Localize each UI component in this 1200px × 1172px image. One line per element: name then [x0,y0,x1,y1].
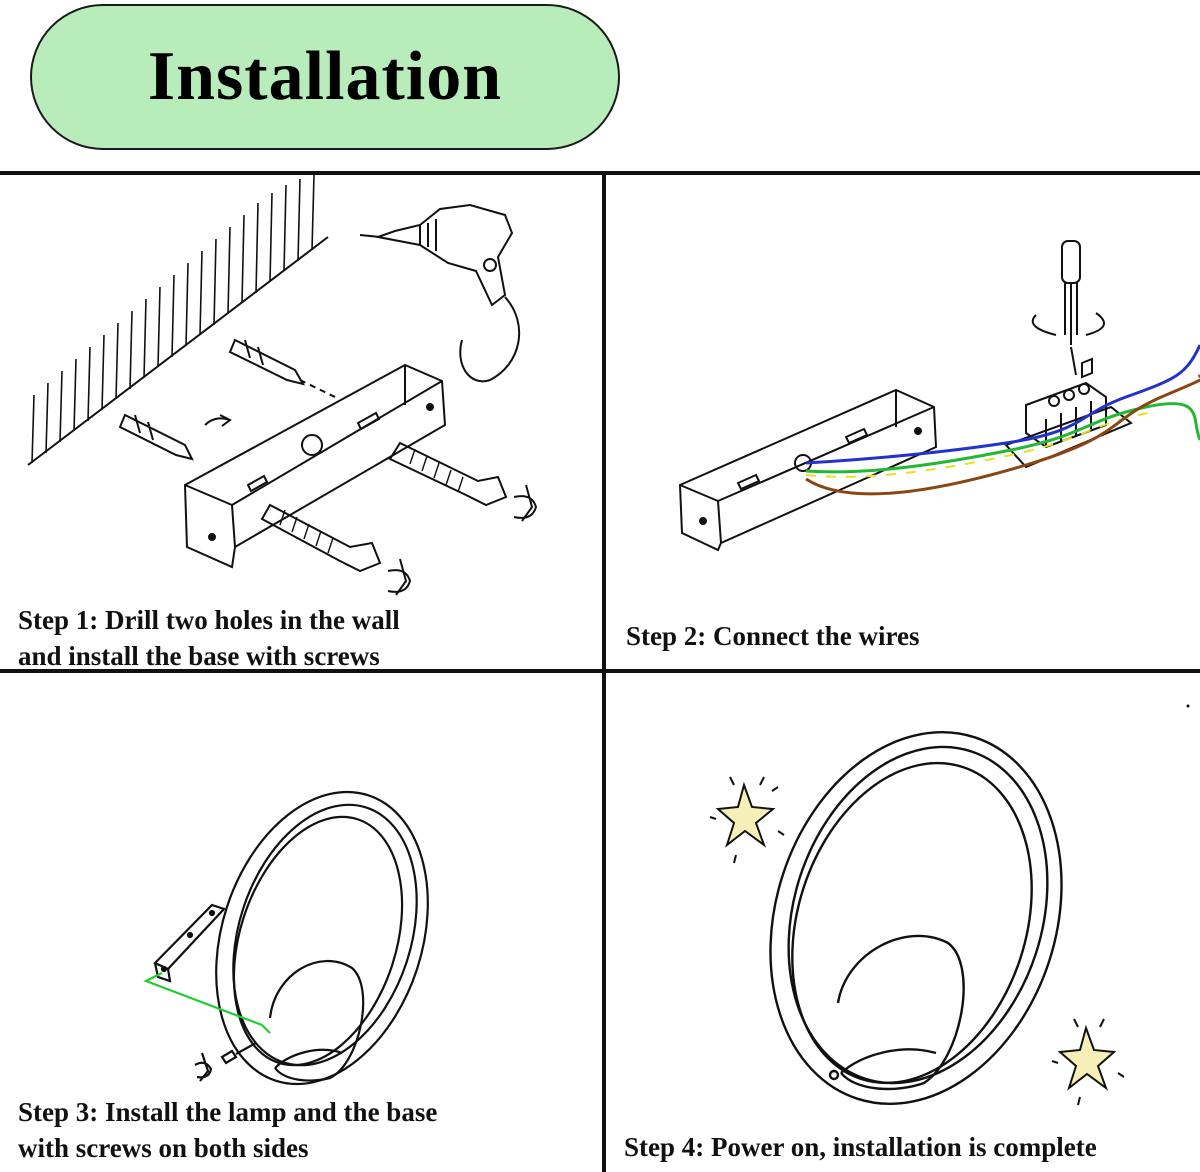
grid-line-vertical [602,173,606,1172]
step-1-illustration [27,175,538,596]
step-4-illustration [709,704,1190,1106]
step-3-panel: Step 3: Install the lamp and the base wi… [0,673,602,1172]
step-1-caption: Step 1: Drill two holes in the wall and … [18,602,400,669]
step-2-caption-line-1: Step 2: Connect the wires [626,621,920,651]
step-4-panel: Step 4: Power on, installation is comple… [606,673,1200,1172]
star-icon-top [709,776,785,864]
step-3-caption-line-1: Step 3: Install the lamp and the base [18,1097,438,1127]
step-1-caption-line-2: and install the base with screws [18,641,380,669]
step-2-illustration [678,240,1200,552]
title-banner: Installation [30,4,620,150]
grid-line-middle [0,669,1200,673]
step-2-panel: Step 2: Connect the wires [606,175,1200,669]
step-2-caption: Step 2: Connect the wires [626,618,919,654]
star-icon-bottom [1051,1018,1125,1106]
step-4-caption-line-1: Step 4: Power on, installation is comple… [624,1132,1097,1162]
step-4-caption: Step 4: Power on, installation is comple… [624,1129,1097,1165]
step-1-panel: Step 1: Drill two holes in the wall and … [0,175,602,669]
step-3-caption: Step 3: Install the lamp and the base wi… [18,1094,437,1166]
grid-line-top [0,171,1200,175]
step-3-illustration [143,790,429,1086]
step-1-caption-line-1: Step 1: Drill two holes in the wall [18,605,400,635]
page-title: Installation [147,38,503,115]
step-3-caption-line-2: with screws on both sides [18,1133,309,1163]
